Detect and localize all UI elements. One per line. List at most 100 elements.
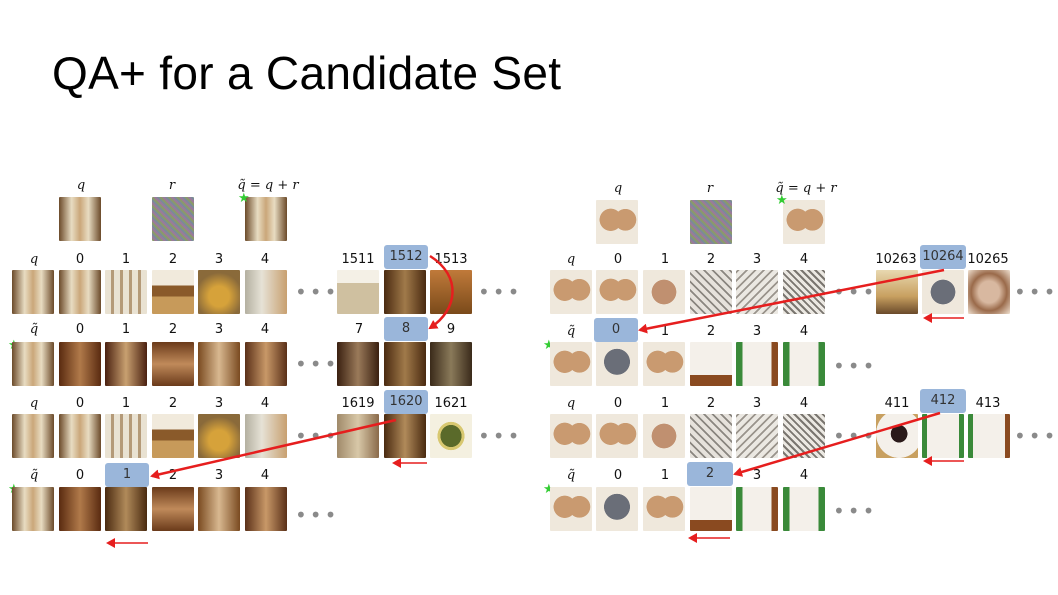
- candidate-thumb: [384, 342, 426, 386]
- result-thumb: [550, 342, 592, 386]
- result-thumb: [245, 342, 287, 386]
- candidate-thumb: [922, 270, 964, 314]
- candidate-thumb: [384, 414, 426, 458]
- label-q-tilde-eq: q̃ = q + r: [237, 178, 299, 193]
- rank-label: 0: [75, 322, 85, 337]
- result-thumb: [105, 342, 147, 386]
- rank-label: 3: [752, 468, 762, 483]
- rank-label: 0: [75, 468, 85, 483]
- result-thumb: [783, 414, 825, 458]
- rank-label: 4: [260, 322, 270, 337]
- candidate-thumb: [430, 342, 472, 386]
- result-thumb: [643, 342, 685, 386]
- rank-label: 4: [799, 324, 809, 339]
- result-thumb: [643, 270, 685, 314]
- highlighted-candidate: 412: [920, 389, 966, 413]
- result-thumb: [736, 342, 778, 386]
- result-thumb: [152, 342, 194, 386]
- star-icon: ★: [776, 193, 788, 208]
- ellipsis: •••: [295, 424, 340, 448]
- ellipsis: •••: [295, 280, 340, 304]
- candidate-label: 10265: [967, 252, 1009, 267]
- rank-label: 2: [706, 252, 716, 267]
- rank-label: 1: [660, 396, 670, 411]
- adversarial-query-thumb: [245, 197, 287, 241]
- rank-label: 0: [613, 468, 623, 483]
- result-thumb: [152, 487, 194, 531]
- rank-label: 2: [706, 324, 716, 339]
- result-thumb: [596, 414, 638, 458]
- result-thumb: [550, 270, 592, 314]
- result-thumb: [783, 487, 825, 531]
- candidate-thumb: [968, 270, 1010, 314]
- candidate-thumb: [337, 270, 379, 314]
- rank-label: 4: [260, 396, 270, 411]
- rank-label: 2: [706, 396, 716, 411]
- ellipsis: •••: [1014, 280, 1058, 304]
- result-thumb: [105, 414, 147, 458]
- result-thumb: [198, 270, 240, 314]
- result-thumb: [596, 270, 638, 314]
- star-icon: ★: [543, 482, 555, 497]
- rank-label: 2: [168, 322, 178, 337]
- rank-label: 4: [260, 252, 270, 267]
- result-thumb: [690, 342, 732, 386]
- rank-label: 4: [260, 468, 270, 483]
- candidate-label: 413: [975, 396, 1001, 411]
- candidate-label: 1513: [434, 252, 468, 267]
- star-icon: ★: [238, 191, 250, 206]
- highlighted-candidate: 1: [105, 463, 149, 487]
- highlighted-candidate: 1620: [384, 390, 428, 414]
- rank-label: 3: [752, 324, 762, 339]
- rank-label: 4: [799, 468, 809, 483]
- result-thumb: [105, 270, 147, 314]
- result-thumb: [690, 270, 732, 314]
- row-label-q-tilde: q̃: [29, 322, 39, 337]
- ellipsis: •••: [478, 280, 523, 304]
- rank-label: 0: [75, 252, 85, 267]
- result-thumb: [152, 270, 194, 314]
- candidate-thumb: [430, 270, 472, 314]
- rank-label: 0: [613, 396, 623, 411]
- rank-label: 3: [214, 468, 224, 483]
- rank-label: 3: [214, 322, 224, 337]
- candidate-label: 1511: [341, 252, 375, 267]
- ellipsis: •••: [833, 354, 878, 378]
- rank-label: 1: [660, 324, 670, 339]
- result-thumb: [596, 342, 638, 386]
- noise-image-thumb: [152, 197, 194, 241]
- highlighted-candidate: 0: [594, 318, 638, 342]
- result-thumb: [245, 414, 287, 458]
- rank-label: 1: [660, 252, 670, 267]
- rank-label: 1: [121, 396, 131, 411]
- result-thumb: [12, 414, 54, 458]
- result-thumb: [783, 342, 825, 386]
- result-thumb: [152, 414, 194, 458]
- ellipsis: •••: [478, 424, 523, 448]
- highlighted-candidate: 2: [687, 462, 733, 486]
- row-label-q-tilde: q̃: [566, 468, 576, 483]
- row-label-q-tilde: q̃: [566, 324, 576, 339]
- rank-label: 1: [660, 468, 670, 483]
- rank-label: 3: [214, 396, 224, 411]
- result-thumb: [736, 270, 778, 314]
- candidate-thumb: [968, 414, 1010, 458]
- slide-title: QA+ for a Candidate Set: [52, 47, 562, 99]
- rank-label: 3: [752, 396, 762, 411]
- rank-label: 2: [168, 396, 178, 411]
- result-thumb: [736, 487, 778, 531]
- result-thumb: [245, 487, 287, 531]
- star-icon: ★: [543, 338, 555, 353]
- query-image-thumb: [596, 200, 638, 244]
- candidate-thumb: [337, 342, 379, 386]
- result-thumb: [550, 414, 592, 458]
- result-thumb: [198, 414, 240, 458]
- label-r: r: [706, 181, 714, 196]
- rank-label: 2: [168, 468, 178, 483]
- ellipsis: •••: [833, 424, 878, 448]
- ellipsis: •••: [1014, 424, 1058, 448]
- result-thumb: [105, 487, 147, 531]
- rank-label: 3: [752, 252, 762, 267]
- rank-label: 4: [799, 252, 809, 267]
- rank-label: 0: [613, 252, 623, 267]
